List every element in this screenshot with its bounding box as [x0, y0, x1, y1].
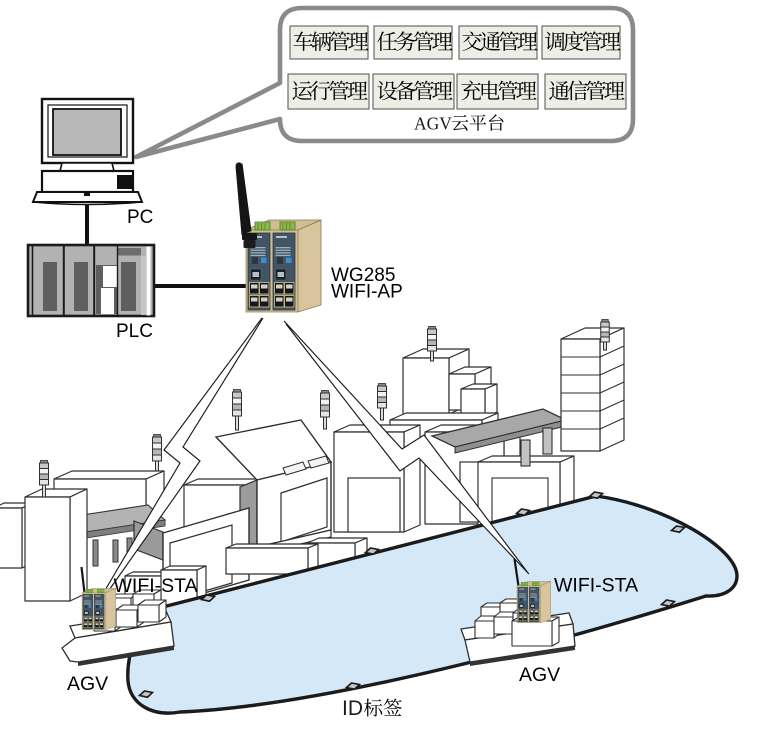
svg-text:PC: PC — [127, 207, 153, 228]
svg-text:WG285: WG285 — [331, 265, 395, 286]
svg-text:PLC: PLC — [116, 321, 153, 342]
svg-text:WIFI-STA: WIFI-STA — [554, 575, 638, 597]
svg-text:ID: ID — [342, 697, 363, 720]
svg-text:AGV: AGV — [67, 673, 108, 695]
svg-text:AGV: AGV — [414, 114, 452, 134]
svg-text:WIFI-STA: WIFI-STA — [114, 575, 198, 597]
svg-text:AGV: AGV — [519, 664, 560, 686]
svg-text:WIFI-AP: WIFI-AP — [331, 282, 403, 303]
